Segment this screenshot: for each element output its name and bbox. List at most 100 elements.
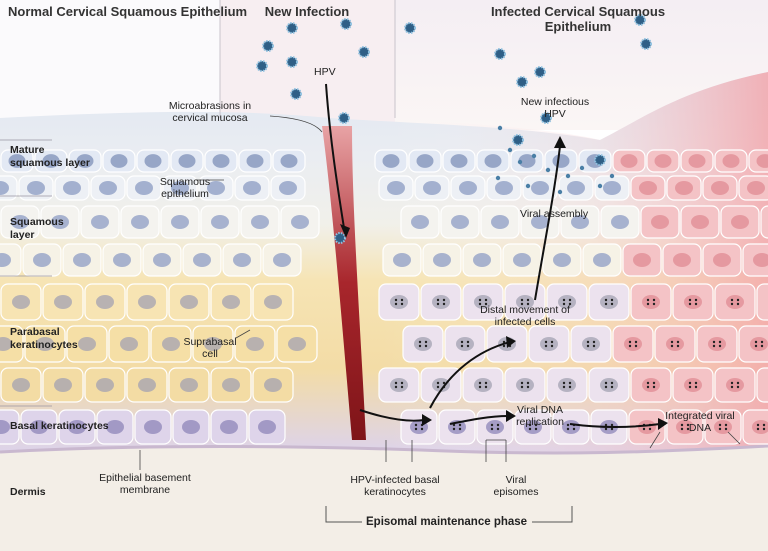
viral-episome-dot <box>452 427 456 431</box>
cell-nucleus <box>416 154 434 168</box>
cell-nucleus <box>688 154 706 168</box>
cell-nucleus <box>593 253 611 267</box>
viral-episome-dot <box>652 381 656 385</box>
cell-nucleus <box>495 181 513 195</box>
viral-episome-dot <box>414 427 418 431</box>
cell-nucleus <box>753 253 768 267</box>
viral-episome-dot <box>544 344 548 348</box>
hpv-virion <box>358 46 370 58</box>
leader-line <box>485 439 507 462</box>
leader-line <box>269 115 323 133</box>
viral-episome-dot <box>604 385 608 389</box>
viral-episome-dot <box>526 298 530 302</box>
viral-episome-dot <box>724 427 728 431</box>
cell-nucleus <box>676 420 694 434</box>
cell-nucleus <box>273 253 291 267</box>
viral-episome-dot <box>676 344 680 348</box>
cell-nucleus <box>246 337 264 351</box>
cell-nucleus <box>691 215 709 229</box>
layer-squamous: Squamous layer <box>10 216 64 241</box>
viral-episome-dot <box>712 340 716 344</box>
viral-episome-dot <box>610 385 614 389</box>
viral-episome-dot <box>528 423 532 427</box>
cell-nucleus <box>432 378 450 392</box>
epithelial-cell <box>756 367 768 403</box>
label-hpv-infected-basal: HPV-infected basal keratinocytes <box>350 474 440 498</box>
hpv-virion <box>286 56 298 68</box>
cell-nucleus <box>171 181 189 195</box>
cell-nucleus <box>382 154 400 168</box>
cell-nucleus <box>96 378 114 392</box>
cell-nucleus <box>138 295 156 309</box>
cell-nucleus <box>63 181 81 195</box>
viral-episome-dot <box>400 381 404 385</box>
viral-episome-dot <box>652 385 656 389</box>
cell-nucleus <box>726 378 744 392</box>
viral-episome-dot <box>634 340 638 344</box>
viral-episome-dot <box>754 344 758 348</box>
cell-nucleus <box>54 295 72 309</box>
cell-nucleus <box>36 337 54 351</box>
cell-nucleus <box>73 253 91 267</box>
cell-nucleus <box>513 253 531 267</box>
leader-line <box>385 440 413 462</box>
cell-nucleus <box>540 337 558 351</box>
viral-episome-dot <box>730 381 734 385</box>
viral-episome-dot <box>534 423 538 427</box>
cell-grid <box>0 149 768 445</box>
viral-episome-dot <box>610 423 614 427</box>
viral-episome-dot <box>458 427 462 431</box>
viral-episome-dot <box>534 427 538 431</box>
viral-episome-dot <box>562 298 566 302</box>
cell-nucleus <box>258 420 276 434</box>
viral-episome-dot <box>646 381 650 385</box>
viral-episome-dot <box>442 298 446 302</box>
cell-nucleus <box>33 253 51 267</box>
cell-nucleus <box>747 181 765 195</box>
cell-nucleus <box>433 253 451 267</box>
viral-episome-dot <box>484 298 488 302</box>
viral-episome-dot <box>628 344 632 348</box>
viral-episome-dot <box>712 344 716 348</box>
header-infected: Infected Cervical Squamous Epithelium <box>490 4 666 34</box>
viral-episome-dot <box>736 385 740 389</box>
cell-nucleus <box>222 295 240 309</box>
cell-nucleus <box>76 154 94 168</box>
hpv-particle <box>557 189 563 195</box>
hpv-virion <box>256 60 268 72</box>
maintenance-bracket <box>325 506 573 523</box>
viral-episome-dot <box>568 298 572 302</box>
hpv-virion <box>286 22 298 34</box>
cell-nucleus <box>180 378 198 392</box>
viral-episome-dot <box>604 381 608 385</box>
cell-nucleus <box>207 181 225 195</box>
cell-nucleus <box>30 420 48 434</box>
viral-episome-dot <box>400 298 404 302</box>
viral-episome-dot <box>400 302 404 306</box>
cell-nucleus <box>113 253 131 267</box>
viral-episome-dot <box>520 385 524 389</box>
cell-nucleus <box>516 378 534 392</box>
integration-arrow <box>569 423 661 428</box>
viral-episome-dot <box>394 302 398 306</box>
viral-episome-dot <box>686 423 690 427</box>
layer-dermis: Dermis <box>10 486 46 498</box>
viral-episome-dot <box>566 427 570 431</box>
hpv-virion <box>338 112 350 124</box>
cell-nucleus <box>180 295 198 309</box>
hpv-virion <box>640 38 652 50</box>
cell-nucleus <box>620 154 638 168</box>
label-new-infectious-hpv: New infectious HPV <box>520 96 590 120</box>
viral-episome-dot <box>604 423 608 427</box>
viral-episome-dot <box>418 340 422 344</box>
cell-nucleus <box>131 215 149 229</box>
cell-nucleus <box>451 215 469 229</box>
viral-episome-dot <box>694 298 698 302</box>
viral-episome-dot <box>646 298 650 302</box>
viral-episome-dot <box>478 381 482 385</box>
viral-episome-dot <box>610 302 614 306</box>
viral-episome-dot <box>478 385 482 389</box>
cell-nucleus <box>78 337 96 351</box>
cell-nucleus <box>571 215 589 229</box>
